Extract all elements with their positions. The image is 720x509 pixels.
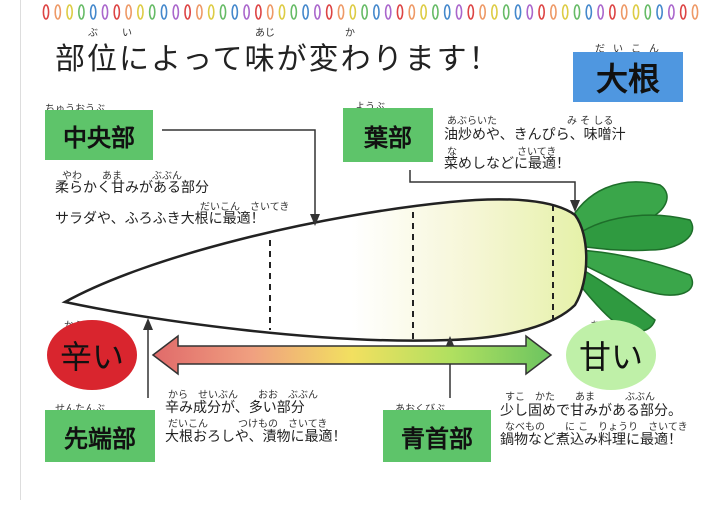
- spiral-ring: [125, 4, 132, 20]
- spiral-ring: [89, 4, 97, 20]
- tip-desc-line-1: 辛み成分が、多い部分: [165, 400, 305, 416]
- taste-gradient-arrow: [151, 334, 553, 376]
- tip-desc-ruby-2: だいこん つけもの さいてき: [168, 419, 328, 430]
- leaf-desc-ruby-1: あぶらいた み そ しる: [447, 116, 614, 127]
- spiral-ring: [290, 4, 298, 20]
- sweet-badge: 甘い: [566, 320, 656, 390]
- tip-part-label: 先端部: [45, 410, 155, 462]
- spiral-ring: [490, 4, 498, 20]
- spiral-ring: [644, 4, 652, 20]
- spiral-ring: [254, 4, 262, 20]
- spiral-ring: [550, 4, 557, 20]
- neck-ruby: あおくびぶ: [395, 400, 445, 415]
- spiral-ring: [620, 4, 628, 20]
- spiral-ring: [679, 4, 687, 20]
- spiral-ring: [231, 4, 239, 20]
- spiral-ring: [137, 4, 144, 20]
- spiral-ring: [691, 4, 699, 20]
- middle-ruby: ちゅうおうぶ: [45, 100, 105, 115]
- spiral-ring: [372, 4, 380, 20]
- daikon-body: [61, 198, 588, 342]
- spiral-ring: [101, 4, 109, 20]
- spiral-ring: [42, 4, 50, 20]
- spiral-ring: [632, 4, 640, 20]
- title-ruby-bu: ぶ: [88, 28, 98, 39]
- spiral-ring: [443, 4, 451, 20]
- middle-part-label: 中央部: [45, 110, 153, 160]
- neck-desc-line-1: 少し固めで甘みがある部分。: [500, 403, 682, 419]
- spiral-ring: [514, 4, 522, 20]
- spiral-ring: [219, 4, 227, 20]
- vegetable-label: 大根: [573, 52, 683, 102]
- neck-desc-ruby-1: すこ かた あま ぶぶん: [505, 392, 655, 403]
- spiral-ring: [337, 4, 345, 20]
- spiral-ring: [396, 4, 404, 20]
- leaf-ruby: ようぶ: [355, 98, 385, 113]
- page-title: 部位によって味が変わります！: [55, 42, 501, 77]
- spiral-ring: [609, 4, 616, 20]
- spiral-ring: [538, 4, 545, 20]
- spiral-ring: [325, 4, 333, 20]
- spiral-ring: [668, 4, 675, 20]
- spiral-ring: [54, 4, 62, 20]
- spiral-ring: [160, 4, 168, 20]
- spiral-ring: [278, 4, 286, 20]
- spiral-ring: [78, 4, 85, 20]
- spiral-ring: [656, 4, 663, 20]
- middle-desc-ruby-2: だいこん さいてき: [200, 202, 290, 213]
- vegetable-ruby: だいこん: [595, 44, 667, 55]
- spiral-ring: [420, 4, 427, 20]
- tip-desc-line-2: 大根おろしや、漬物に最適！: [165, 429, 347, 445]
- spiral-ring: [207, 4, 215, 20]
- leaf-part-label: 葉部: [343, 108, 433, 162]
- spicy-badge: 辛い: [47, 320, 137, 390]
- spiral-ring: [573, 4, 581, 20]
- spiral-ring: [66, 4, 73, 20]
- title-ruby-aji: あじ: [255, 28, 275, 39]
- spiral-ring: [502, 4, 510, 20]
- spiral-ring: [313, 4, 321, 20]
- spiral-ring: [384, 4, 392, 20]
- spiral-binding: [42, 4, 699, 20]
- leaf-desc-line-2: 菜めしなどに最適！: [444, 156, 570, 172]
- leaf-desc-ruby-2: な さいてき: [447, 147, 557, 158]
- middle-desc-line-1: 柔らかく甘みがある部分: [55, 180, 209, 196]
- spiral-ring: [184, 4, 191, 20]
- daikon-leaves: [567, 181, 694, 332]
- leaf-desc-line-1: 油炒めや、きんぴら、味噌汁: [444, 127, 626, 143]
- spiral-ring: [243, 4, 250, 20]
- spiral-ring: [431, 4, 439, 20]
- spiral-ring: [266, 4, 274, 20]
- spiral-ring: [526, 4, 534, 20]
- neck-desc-line-2: 鍋物など煮込み料理に最適！: [500, 432, 682, 448]
- middle-desc-ruby-1: やわ あま ぶぶん: [62, 171, 182, 182]
- spiral-ring: [113, 4, 121, 20]
- spiral-ring: [479, 4, 486, 20]
- spiral-ring: [349, 4, 357, 20]
- middle-desc-line-2: サラダや、ふろふき大根に最適！: [55, 211, 265, 227]
- spiral-ring: [455, 4, 463, 20]
- spiral-ring: [148, 4, 156, 20]
- tip-desc-ruby-1: から せいぶん おお ぶぶん: [168, 390, 318, 401]
- tip-ruby: せんたんぶ: [55, 400, 105, 415]
- title-ruby-ka: か: [345, 28, 355, 39]
- title-ruby-i: い: [122, 28, 132, 39]
- spiral-ring: [172, 4, 180, 20]
- neck-part-label: 青首部: [383, 410, 491, 462]
- spiral-ring: [361, 4, 368, 20]
- spiral-ring: [302, 4, 309, 20]
- spiral-ring: [585, 4, 593, 20]
- spiral-ring: [597, 4, 604, 20]
- spiral-ring: [561, 4, 569, 20]
- spiral-ring: [467, 4, 475, 20]
- spiral-ring: [408, 4, 416, 20]
- neck-desc-ruby-2: なべもの に こ りょうり さいてき: [505, 422, 688, 433]
- spiral-ring: [195, 4, 203, 20]
